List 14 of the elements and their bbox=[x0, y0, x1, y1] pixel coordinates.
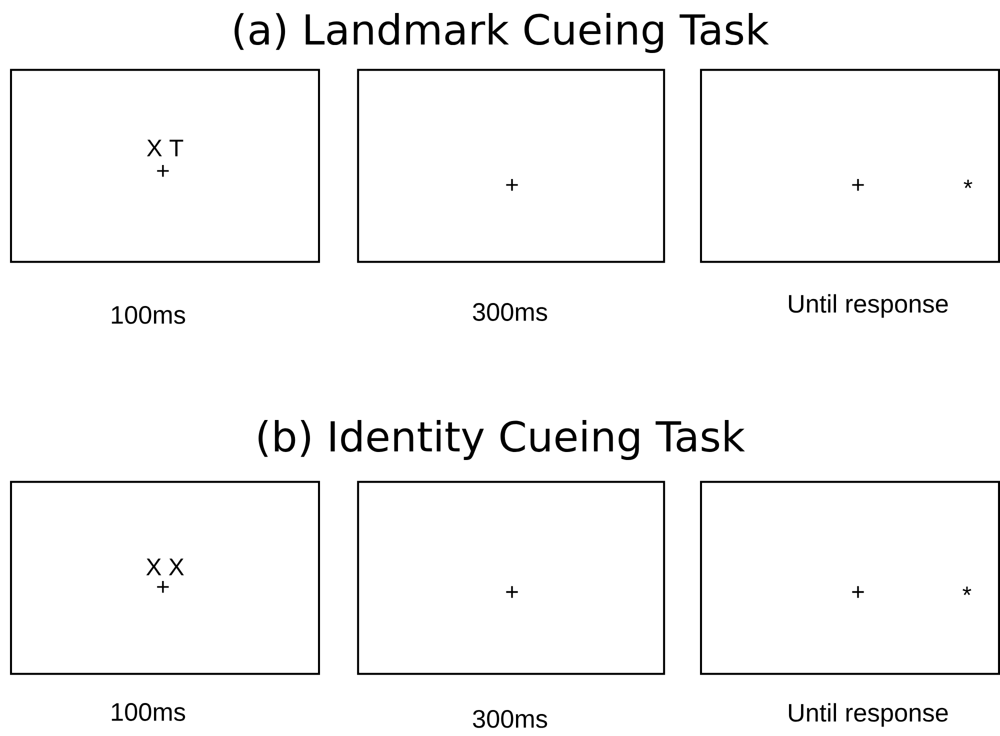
duration-label: 300ms bbox=[472, 710, 548, 728]
duration-label: 100ms bbox=[112, 306, 186, 324]
panel-title: (a) Landmark Cueing Task bbox=[234, 13, 769, 54]
duration-label: 100ms bbox=[112, 703, 186, 721]
stimulus-screen: + bbox=[357, 68, 666, 263]
stimulus-screen: X T + bbox=[10, 68, 320, 263]
stimulus-screen: X X + bbox=[10, 480, 320, 675]
stimulus-screen: + * bbox=[700, 68, 1000, 263]
stimulus-screen: + * bbox=[700, 480, 1000, 675]
duration-label: Until response bbox=[788, 294, 948, 318]
duration-label: 300ms bbox=[472, 303, 548, 321]
duration-label: Until response bbox=[788, 703, 948, 727]
stimulus-screen: + bbox=[357, 480, 666, 675]
panel-title: (b) Identity Cueing Task bbox=[258, 420, 745, 460]
